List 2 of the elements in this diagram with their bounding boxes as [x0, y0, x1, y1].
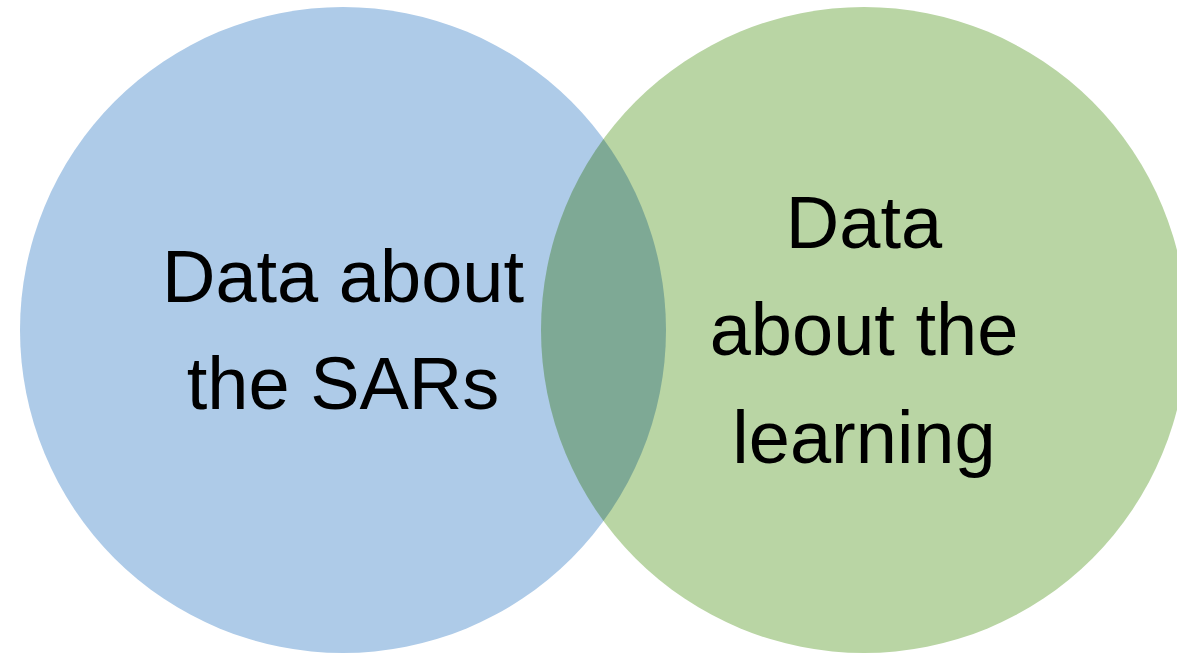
- circle-label: Data about the SARs: [160, 233, 526, 427]
- circle-label: Data about the learning: [708, 180, 1020, 481]
